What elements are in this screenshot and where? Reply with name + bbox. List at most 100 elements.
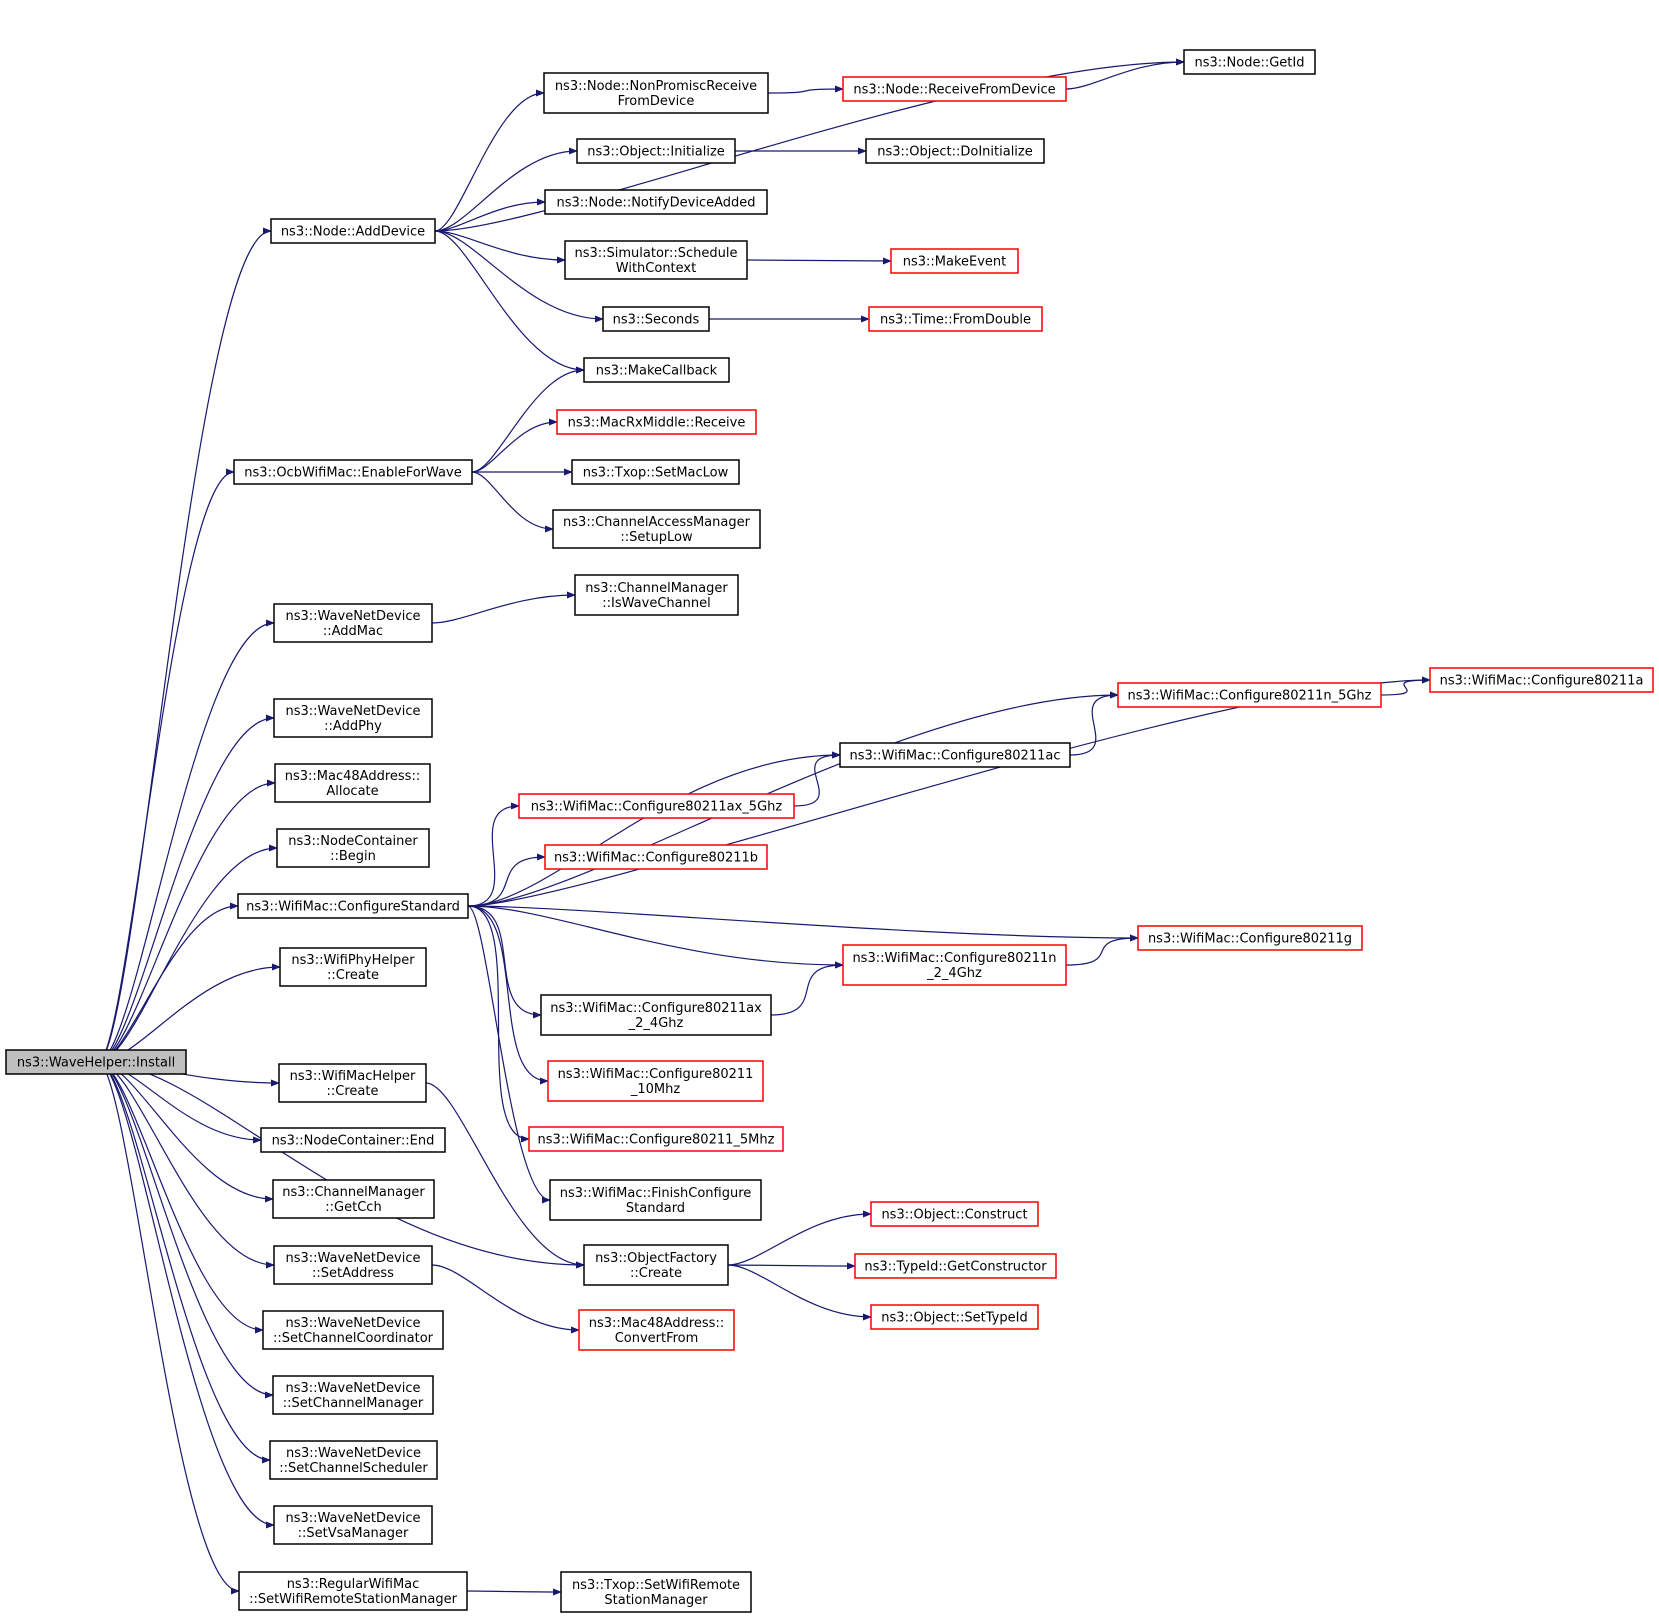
edge-mac-create-to-object-factory-create [425, 1082, 585, 1269]
node-is-wave-channel[interactable]: ns3::ChannelManager::IsWaveChannel [574, 574, 739, 616]
node-set-mac-low[interactable]: ns3::Txop::SetMacLow [571, 459, 740, 485]
edge-root-to-set-channel-coordinator [97, 1061, 264, 1334]
node-set-vsa-manager[interactable]: ns3::WaveNetDevice::SetVsaManager [273, 1505, 433, 1545]
node-label: _2_4Ghz [926, 966, 982, 981]
node-label: ns3::Txop::SetMacLow [583, 466, 729, 481]
edge-configure-standard-to-cfg80211g [467, 905, 1139, 942]
node-label: ns3::WaveNetDevice [285, 609, 420, 624]
node-label: ns3::Node::GetId [1195, 56, 1305, 71]
edge-object-factory-create-to-set-type-id [727, 1264, 872, 1321]
node-label: ConvertFrom [615, 1331, 699, 1346]
node-end[interactable]: ns3::NodeContainer::End [260, 1127, 446, 1153]
node-label: ns3::MakeCallback [596, 364, 718, 379]
edge-enable-for-wave-to-make-callback [471, 366, 585, 473]
node-seconds[interactable]: ns3::Seconds [602, 306, 710, 332]
node-object-factory-create[interactable]: ns3::ObjectFactory::Create [583, 1244, 729, 1286]
node-configure-standard[interactable]: ns3::WifiMac::ConfigureStandard [237, 893, 469, 919]
edge-root-to-add-phy [97, 714, 275, 1063]
node-object-construct[interactable]: ns3::Object::Construct [870, 1201, 1039, 1227]
node-label: ns3::Node::NonPromiscReceive [555, 79, 757, 94]
node-label: ns3::WaveNetDevice [285, 1381, 420, 1396]
node-begin[interactable]: ns3::NodeContainer::Begin [276, 828, 430, 868]
edge-configure-standard-to-cfg80211b [467, 853, 546, 907]
node-cfg80211n24[interactable]: ns3::WifiMac::Configure80211n_2_4Ghz [842, 944, 1067, 986]
node-label: ns3::Txop::SetWifiRemote [572, 1578, 740, 1593]
node-set-channel-coordinator[interactable]: ns3::WaveNetDevice::SetChannelCoordinato… [262, 1310, 444, 1350]
node-cfg80211ac[interactable]: ns3::WifiMac::Configure80211ac [839, 742, 1071, 768]
node-label: ns3::Node::ReceiveFromDevice [853, 83, 1055, 98]
node-label: ns3::WaveNetDevice [286, 1446, 421, 1461]
node-set-wifi-remote[interactable]: ns3::Txop::SetWifiRemoteStationManager [560, 1571, 752, 1613]
node-label: ::IsWaveChannel [602, 596, 710, 611]
node-label: Allocate [326, 784, 378, 799]
node-cfg80211ax5[interactable]: ns3::WifiMac::Configure80211ax_5Ghz [518, 793, 795, 819]
node-allocate[interactable]: ns3::Mac48Address::Allocate [274, 763, 431, 803]
edge-non-promisc-to-receive-from-device [767, 85, 844, 94]
node-notify-device-added[interactable]: ns3::Node::NotifyDeviceAdded [544, 189, 768, 215]
edge-cfg80211n24-to-cfg80211g [1065, 934, 1139, 966]
edge-set-wifi-remote-station-manager-to-set-wifi-remote [466, 1588, 562, 1596]
node-label: ::Create [327, 968, 379, 983]
node-box [560, 1571, 752, 1613]
node-receive-from-device[interactable]: ns3::Node::ReceiveFromDevice [842, 76, 1067, 102]
node-cfg80211g[interactable]: ns3::WifiMac::Configure80211g [1137, 925, 1363, 951]
node-label: ns3::WaveNetDevice [285, 1251, 420, 1266]
node-object-initialize[interactable]: ns3::Object::Initialize [576, 138, 736, 164]
node-get-constructor[interactable]: ns3::TypeId::GetConstructor [854, 1253, 1057, 1279]
node-make-callback[interactable]: ns3::MakeCallback [583, 357, 730, 383]
node-add-device[interactable]: ns3::Node::AddDevice [270, 218, 436, 244]
node-label: ns3::TypeId::GetConstructor [864, 1260, 1047, 1275]
node-do-initialize[interactable]: ns3::Object::DoInitialize [865, 138, 1045, 164]
node-cfg80211ax24[interactable]: ns3::WifiMac::Configure80211ax_2_4Ghz [540, 994, 772, 1036]
node-box [272, 1375, 434, 1415]
node-label: ns3::WifiMac::ConfigureStandard [246, 900, 460, 915]
node-add-mac[interactable]: ns3::WaveNetDevice::AddMac [273, 603, 433, 643]
node-cfg10mhz[interactable]: ns3::WifiMac::Configure80211_10Mhz [547, 1060, 764, 1102]
node-from-double[interactable]: ns3::Time::FromDouble [868, 306, 1043, 332]
node-cfg80211a[interactable]: ns3::WifiMac::Configure80211a [1429, 667, 1654, 693]
node-box [273, 603, 433, 643]
node-box [260, 1127, 446, 1153]
node-label: ::SetWifiRemoteStationManager [249, 1592, 457, 1607]
node-label: ns3::Object::Initialize [587, 145, 725, 160]
node-cfg80211n5[interactable]: ns3::WifiMac::Configure80211n_5Ghz [1117, 682, 1382, 708]
node-set-type-id[interactable]: ns3::Object::SetTypeId [870, 1304, 1039, 1330]
node-label: ::SetAddress [312, 1266, 394, 1281]
node-add-phy[interactable]: ns3::WaveNetDevice::AddPhy [273, 698, 433, 738]
node-convert-from[interactable]: ns3::Mac48Address::ConvertFrom [578, 1309, 735, 1351]
node-label: ns3::ChannelManager [282, 1185, 425, 1200]
node-phy-create[interactable]: ns3::WifiPhyHelper::Create [279, 947, 427, 987]
node-set-address[interactable]: ns3::WaveNetDevice::SetAddress [273, 1245, 433, 1285]
node-label: ns3::Mac48Address:: [285, 769, 420, 784]
edge-root-to-set-vsa-manager [97, 1061, 275, 1529]
node-cfg80211b[interactable]: ns3::WifiMac::Configure80211b [544, 844, 768, 870]
node-label: ns3::WifiMac::Configure80211n_5Ghz [1127, 689, 1371, 704]
node-set-channel-manager[interactable]: ns3::WaveNetDevice::SetChannelManager [272, 1375, 434, 1415]
node-label: _2_4Ghz [628, 1016, 684, 1031]
node-cfg5mhz[interactable]: ns3::WifiMac::Configure80211_5Mhz [528, 1126, 784, 1152]
node-label: ::SetChannelScheduler [279, 1461, 428, 1476]
node-label: ns3::WifiMac::FinishConfigure [560, 1186, 752, 1201]
node-mac-create[interactable]: ns3::WifiMacHelper::Create [278, 1063, 427, 1103]
node-label: ns3::WaveHelper::Install [17, 1056, 175, 1071]
node-get-id[interactable]: ns3::Node::GetId [1183, 49, 1316, 75]
node-make-event[interactable]: ns3::MakeEvent [890, 248, 1019, 274]
node-root[interactable]: ns3::WaveHelper::Install [5, 1049, 187, 1075]
node-enable-for-wave[interactable]: ns3::OcbWifiMac::EnableForWave [233, 459, 473, 485]
edge-schedule-with-context-to-make-event [746, 257, 892, 265]
node-get-cch[interactable]: ns3::ChannelManager::GetCch [272, 1179, 435, 1219]
node-box [528, 1126, 784, 1152]
node-label: ns3::RegularWifiMac [287, 1577, 420, 1592]
node-box [276, 828, 430, 868]
node-set-channel-scheduler[interactable]: ns3::WaveNetDevice::SetChannelScheduler [269, 1440, 438, 1480]
edge-add-device-to-notify-device-added [434, 198, 546, 232]
node-box [270, 218, 436, 244]
node-mac-rx-receive[interactable]: ns3::MacRxMiddle::Receive [556, 409, 757, 435]
node-box [549, 1179, 762, 1221]
node-label: ns3::WifiMac::Configure80211 [558, 1067, 754, 1082]
node-set-wifi-remote-station-manager[interactable]: ns3::RegularWifiMac::SetWifiRemoteStatio… [238, 1571, 468, 1611]
node-setup-low[interactable]: ns3::ChannelAccessManager::SetupLow [552, 509, 761, 549]
